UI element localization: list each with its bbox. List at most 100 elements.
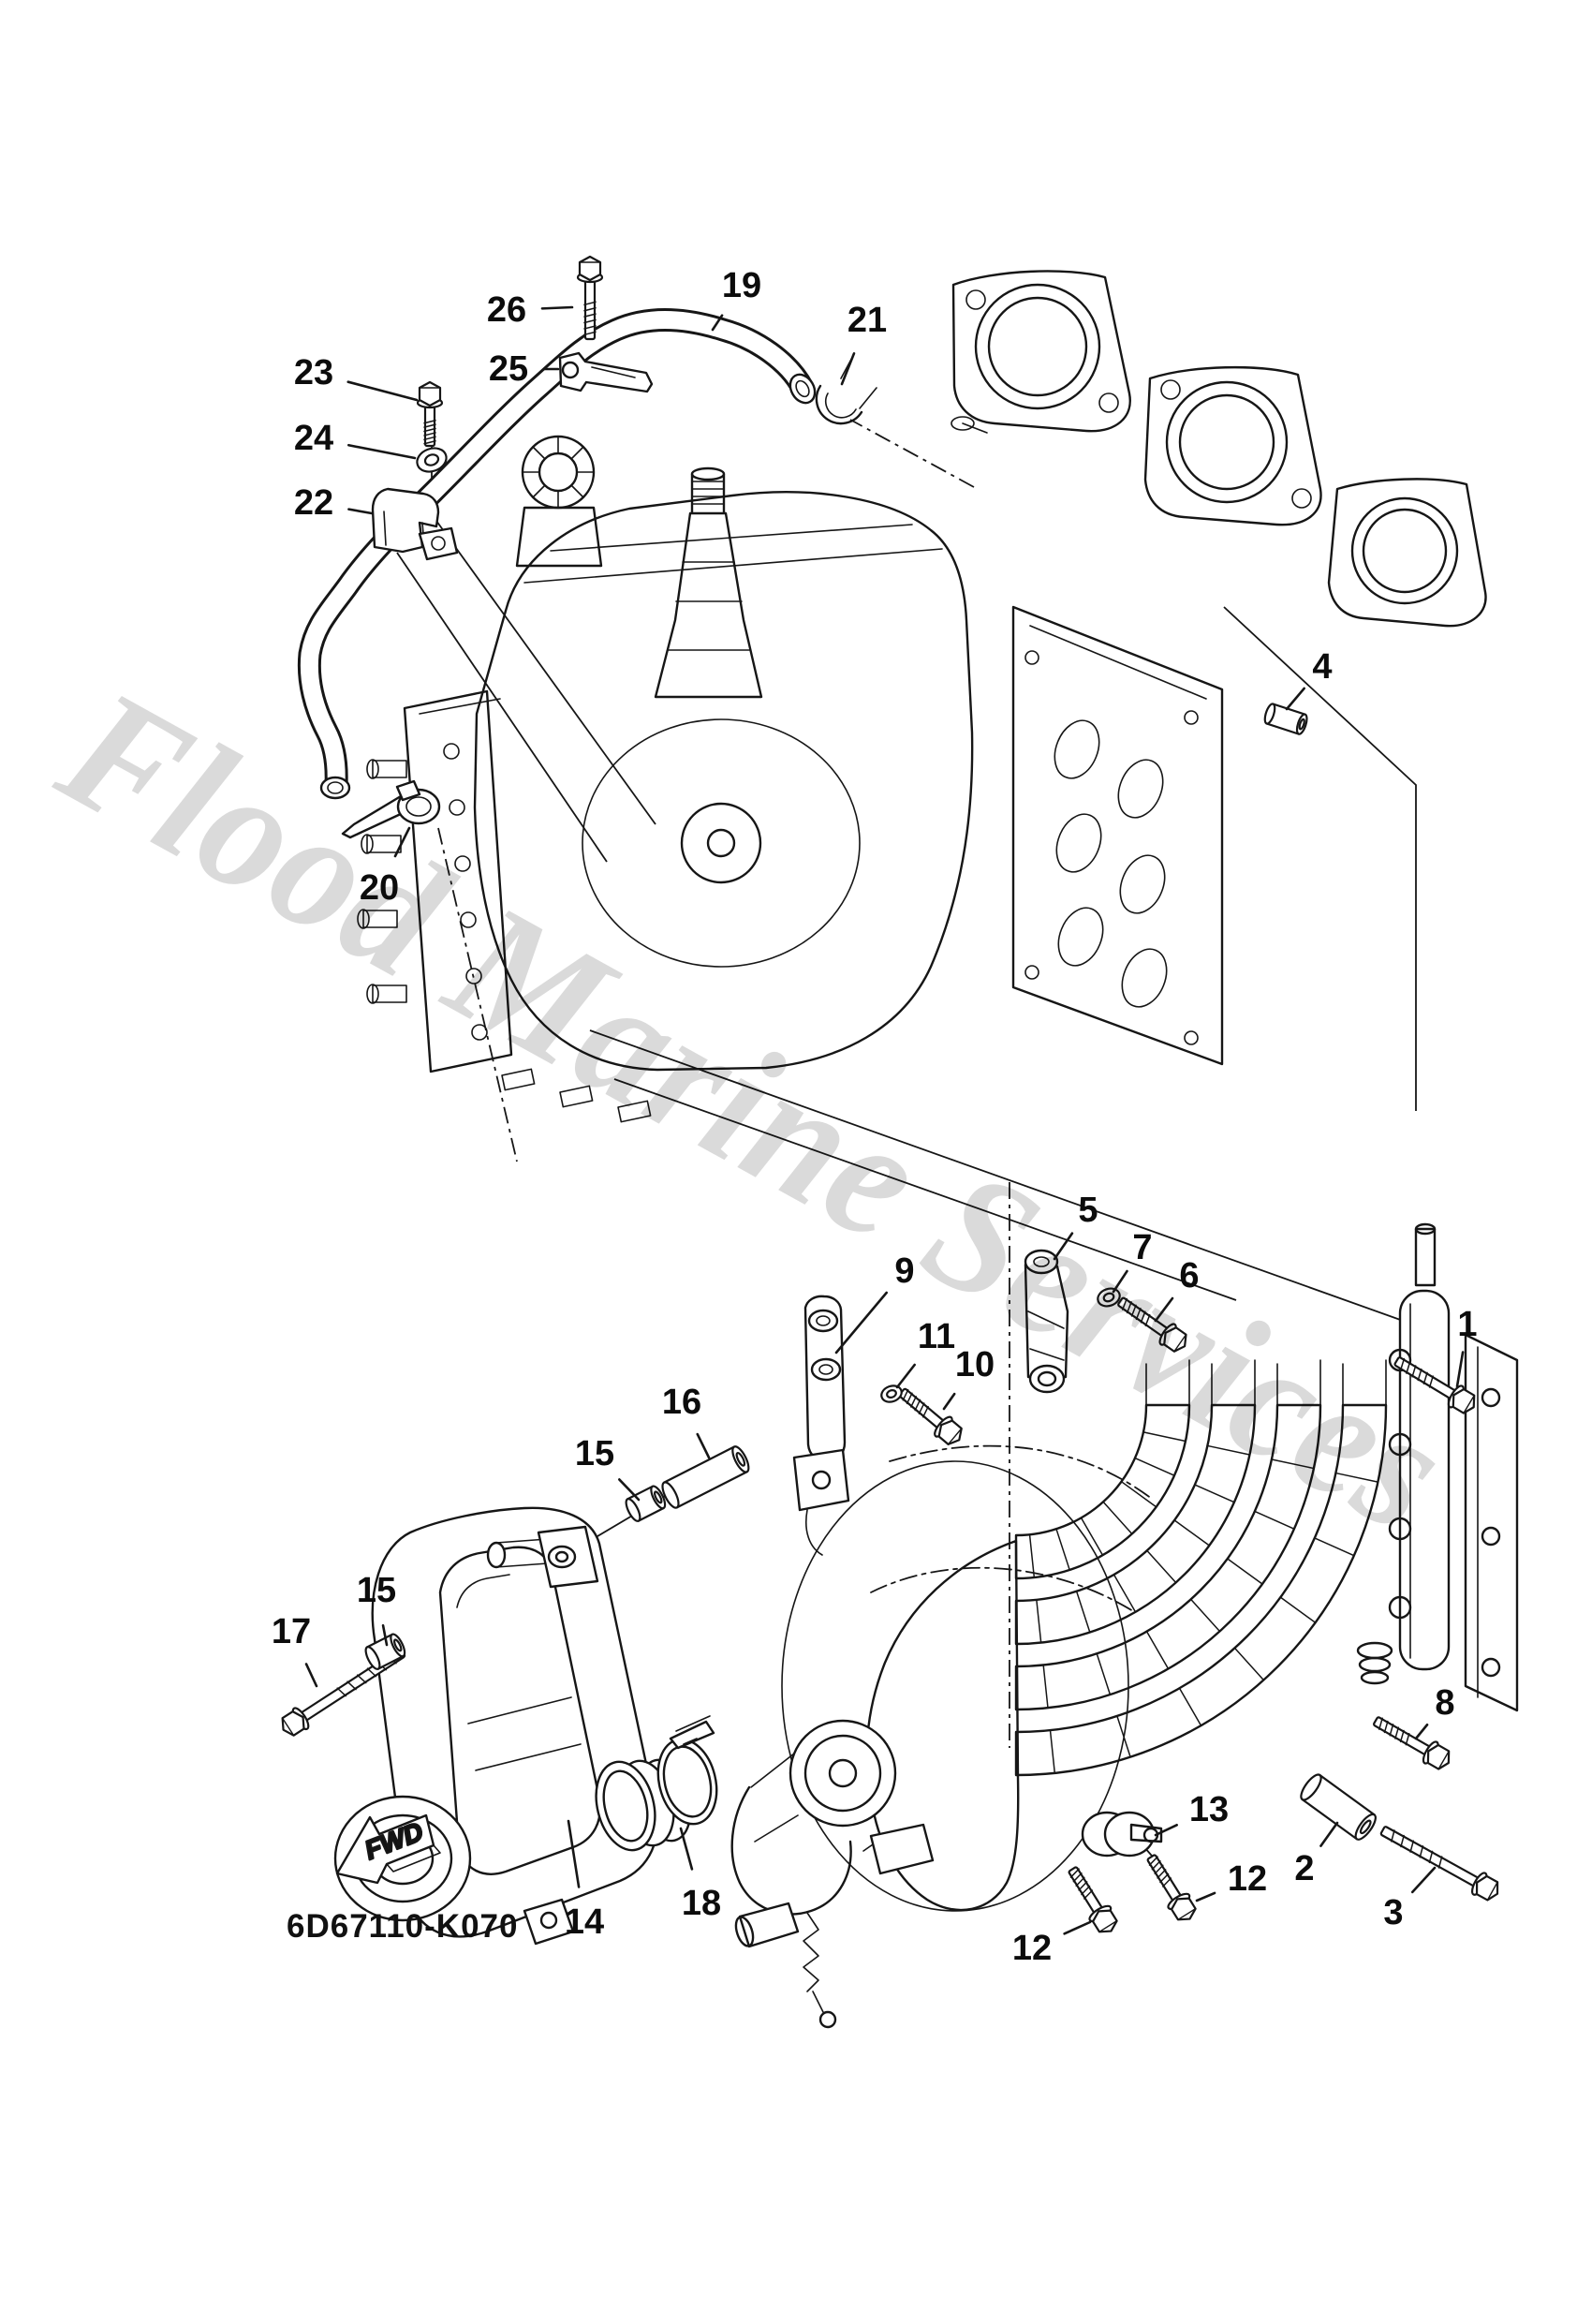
fastener-bolt-1 bbox=[1393, 1356, 1476, 1414]
runner-ribs bbox=[1028, 1431, 1379, 1774]
callout-number: 24 bbox=[294, 419, 333, 458]
callout-6: 6 bbox=[1154, 1256, 1200, 1323]
fastener-bolt-23 bbox=[416, 380, 444, 448]
callout-5: 5 bbox=[1053, 1191, 1098, 1261]
clamp-bracket-22 bbox=[371, 487, 459, 561]
callout-7: 7 bbox=[1112, 1228, 1153, 1294]
callout-number: 12 bbox=[1012, 1929, 1052, 1968]
callout-leader-line bbox=[304, 1663, 318, 1688]
callout-9: 9 bbox=[834, 1251, 915, 1354]
fwd-arrow: FWD bbox=[335, 1813, 441, 1885]
callout-2: 2 bbox=[1294, 1821, 1339, 1888]
callout-leader-line bbox=[679, 1827, 694, 1871]
fastener-bolt-6 bbox=[1117, 1296, 1187, 1353]
fastener-spacer-4 bbox=[1263, 703, 1308, 735]
callout-leader-line bbox=[1414, 1723, 1429, 1740]
callout-number: 17 bbox=[272, 1612, 311, 1651]
callout-11: 11 bbox=[895, 1317, 955, 1389]
callout-leader-line bbox=[895, 1363, 916, 1389]
throttle-body bbox=[595, 1719, 935, 2029]
callout-23: 23 bbox=[294, 353, 419, 402]
callout-leader-line bbox=[540, 305, 574, 310]
callout-number: 18 bbox=[682, 1884, 721, 1923]
fastener-bolt-12 bbox=[1146, 1854, 1197, 1921]
bottom-fittings bbox=[501, 1068, 652, 1123]
callouts-layer: 1234567891011121213141515161718192021222… bbox=[272, 266, 1478, 1968]
hose-clamp-18 bbox=[656, 1715, 718, 1826]
callout-number: 2 bbox=[1294, 1849, 1314, 1888]
callout-leader-line bbox=[696, 1432, 711, 1459]
callout-leader-line bbox=[1154, 1296, 1174, 1323]
callout-16: 16 bbox=[662, 1383, 711, 1459]
hose-holder-25 bbox=[558, 351, 654, 393]
construction-lines bbox=[396, 336, 1420, 1871]
callout-number: 25 bbox=[489, 349, 528, 389]
callout-number: 5 bbox=[1078, 1191, 1098, 1230]
callout-number: 4 bbox=[1312, 647, 1332, 687]
callout-leader-line bbox=[1112, 1269, 1128, 1294]
callout-1: 1 bbox=[1455, 1305, 1478, 1388]
callout-leader-line bbox=[834, 1291, 889, 1354]
callout-number: 8 bbox=[1435, 1683, 1454, 1723]
fastener-washer-11 bbox=[880, 1384, 903, 1403]
callout-leader-line bbox=[840, 352, 856, 386]
callout-number: 11 bbox=[918, 1317, 955, 1356]
callout-13: 13 bbox=[1154, 1790, 1229, 1837]
ring-clamp-13 bbox=[1081, 1811, 1163, 1858]
callout-number: 9 bbox=[894, 1251, 914, 1291]
callout-number: 15 bbox=[575, 1434, 614, 1473]
callout-21: 21 bbox=[840, 301, 887, 386]
fastener-bolt-8 bbox=[1373, 1716, 1451, 1770]
callout-leader-line bbox=[1285, 687, 1305, 711]
mount-bracket-9 bbox=[792, 1295, 850, 1556]
callout-26: 26 bbox=[487, 290, 574, 330]
callout-leader-line bbox=[1455, 1351, 1465, 1388]
callout-20: 20 bbox=[360, 826, 411, 908]
callout-number: 10 bbox=[955, 1345, 995, 1384]
callout-22: 22 bbox=[294, 483, 374, 523]
callout-leader-line bbox=[381, 1624, 389, 1647]
callout-15: 15 bbox=[575, 1434, 641, 1502]
mount-bracket-5 bbox=[1024, 1249, 1069, 1394]
fastener-bolt-26 bbox=[576, 255, 604, 341]
breather-hose bbox=[297, 307, 817, 800]
fastener-bolt-10 bbox=[898, 1387, 963, 1445]
callout-number: 12 bbox=[1228, 1859, 1267, 1899]
callout-leader-line bbox=[393, 826, 411, 858]
callout-12: 12 bbox=[1012, 1920, 1092, 1968]
callout-number: 3 bbox=[1383, 1893, 1403, 1932]
callout-number: 13 bbox=[1189, 1790, 1229, 1829]
callout-leader-line bbox=[347, 443, 417, 460]
fastener-washer-24 bbox=[416, 447, 448, 473]
callout-leader-line bbox=[1410, 1866, 1437, 1894]
callout-leader-line bbox=[1063, 1920, 1092, 1935]
callout-3: 3 bbox=[1383, 1866, 1437, 1932]
callout-leader-line bbox=[1053, 1232, 1074, 1261]
fastener-washer-7 bbox=[1097, 1287, 1121, 1308]
callout-15: 15 bbox=[357, 1571, 396, 1647]
callout-leader-line bbox=[942, 1392, 956, 1411]
callout-19: 19 bbox=[711, 266, 761, 332]
fastener-spacer-15 bbox=[625, 1485, 667, 1522]
intake-manifold bbox=[781, 1359, 1388, 1912]
callout-18: 18 bbox=[679, 1827, 721, 1923]
callout-number: 20 bbox=[360, 868, 399, 908]
callout-leader-line bbox=[711, 314, 724, 332]
callout-leader-line bbox=[567, 1819, 581, 1888]
callout-number: 14 bbox=[565, 1902, 604, 1942]
callout-leader-line bbox=[346, 380, 419, 402]
callout-4: 4 bbox=[1285, 647, 1333, 711]
fastener-bolt-3 bbox=[1379, 1826, 1499, 1902]
callout-leader-line bbox=[1154, 1823, 1178, 1837]
watermark: Flood Marine Services bbox=[32, 652, 1477, 1570]
callout-number: 22 bbox=[294, 483, 333, 523]
cable-tie-20 bbox=[341, 779, 441, 839]
fastener-bolt-12 bbox=[1068, 1866, 1118, 1933]
callout-number: 6 bbox=[1179, 1256, 1199, 1295]
callout-14: 14 bbox=[565, 1819, 604, 1942]
callout-12: 12 bbox=[1195, 1859, 1267, 1902]
callout-leader-line bbox=[618, 1478, 641, 1502]
callout-24: 24 bbox=[294, 419, 417, 460]
